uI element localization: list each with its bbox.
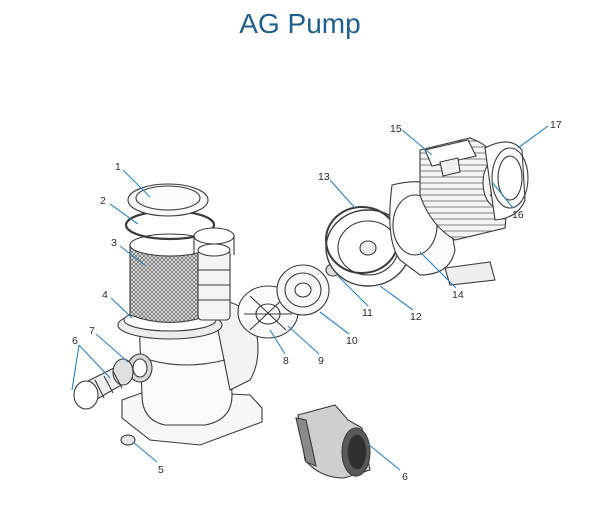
motor-body bbox=[419, 137, 509, 241]
callout-6-left: 6 bbox=[72, 335, 78, 347]
leader-5 bbox=[132, 441, 158, 463]
callout-9: 9 bbox=[318, 355, 324, 367]
callout-1: 1 bbox=[115, 161, 121, 173]
union-fitting-left bbox=[73, 358, 134, 410]
callout-8: 8 bbox=[283, 355, 289, 367]
leader-1 bbox=[122, 169, 151, 198]
leader-6a-upper bbox=[71, 344, 80, 391]
callout-17: 17 bbox=[550, 119, 562, 131]
strainer-basket bbox=[129, 233, 211, 324]
leader-12 bbox=[379, 285, 414, 311]
leader-17 bbox=[517, 125, 549, 149]
callout-13: 13 bbox=[318, 171, 330, 183]
callout-5: 5 bbox=[158, 464, 164, 476]
callout-12: 12 bbox=[410, 311, 422, 323]
leader-9 bbox=[287, 325, 320, 355]
diagram-title: AG Pump bbox=[239, 8, 361, 39]
strainer-lid bbox=[127, 183, 209, 217]
drain-plug bbox=[120, 434, 136, 446]
leader-8 bbox=[269, 329, 286, 355]
outlet-column bbox=[193, 227, 235, 321]
leader-6a-lower bbox=[78, 344, 111, 379]
callout-7: 7 bbox=[89, 325, 95, 337]
leader-3 bbox=[119, 245, 147, 267]
callout-6-right: 6 bbox=[402, 471, 408, 483]
leader-15 bbox=[401, 129, 433, 156]
callout-16: 16 bbox=[512, 209, 524, 221]
leader-11 bbox=[337, 275, 369, 307]
leader-16 bbox=[491, 181, 514, 209]
callout-10: 10 bbox=[346, 335, 358, 347]
callout-15: 15 bbox=[390, 123, 402, 135]
pump-parts bbox=[73, 137, 529, 479]
union-fitting-right bbox=[295, 404, 371, 479]
leader-4 bbox=[110, 297, 133, 319]
impeller bbox=[276, 264, 330, 316]
callout-11: 11 bbox=[362, 307, 373, 319]
leader-13 bbox=[329, 179, 356, 209]
callout-14: 14 bbox=[452, 289, 464, 301]
callout-3: 3 bbox=[111, 237, 117, 249]
callout-2: 2 bbox=[100, 195, 106, 207]
fan-cover bbox=[484, 141, 529, 221]
leader-6b bbox=[367, 443, 401, 471]
callout-labels: 1 2 3 4 5 6 6 7 8 9 10 11 12 13 14 15 16… bbox=[72, 119, 562, 483]
callout-4: 4 bbox=[102, 289, 108, 301]
leader-7 bbox=[95, 333, 129, 363]
leader-2 bbox=[109, 203, 139, 225]
leader-lines bbox=[71, 125, 549, 471]
leader-10 bbox=[319, 311, 350, 335]
leader-14 bbox=[419, 251, 457, 289]
